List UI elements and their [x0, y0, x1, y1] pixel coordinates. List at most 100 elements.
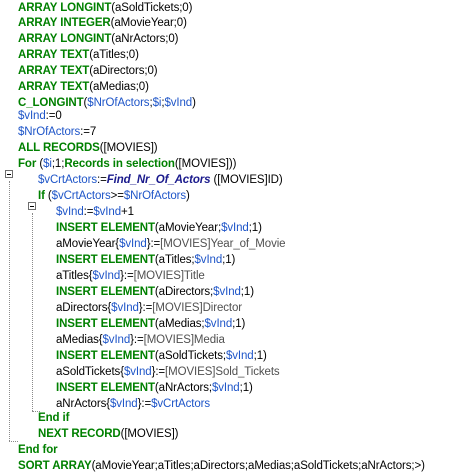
keyword-token: INSERT ELEMENT [56, 254, 155, 266]
variable-token: $vInd [109, 398, 138, 410]
line-assign-nractors[interactable]: aNrActors{$vInd}:=$vCrtActors [56, 396, 210, 412]
line-insert-nractors[interactable]: INSERT ELEMENT(aNrActors;$vInd;1) [56, 380, 253, 396]
line-all-records[interactable]: ALL RECORDS([MOVIES]) [18, 140, 158, 156]
text-token: ; [149, 97, 153, 109]
field-token: [MOVIES]Year_of_Movie [160, 238, 286, 250]
text-token: ;1; [51, 158, 65, 170]
variable-token: $vInd [102, 334, 131, 346]
text-token: (aSoldTickets; [154, 350, 226, 362]
line-assign-titles[interactable]: aTitles{$vInd}:=[MOVIES]Title [56, 268, 205, 284]
variable-token: $i [43, 158, 52, 170]
line-insert-directors[interactable]: INSERT ELEMENT(aDirectors;$vInd;1) [56, 284, 254, 300]
variable-token: $vInd [213, 286, 241, 298]
text-token: (aDirectors;0) [89, 65, 158, 77]
line-for[interactable]: For ($i;1;Records in selection([MOVIES])… [18, 156, 236, 172]
text-token: }:= [130, 334, 144, 346]
field-token: [MOVIES]Sold_Tickets [165, 366, 280, 378]
keyword-token: SORT ARRAY [18, 460, 92, 472]
text-token: :=0 [45, 110, 62, 122]
text-token: ([MOVIES]ID) [210, 174, 283, 186]
variable-token: $vCrtActors [38, 174, 97, 186]
keyword-token: INSERT ELEMENT [56, 350, 155, 362]
line-c-longint[interactable]: C_LONGINT($NrOfActors;$i;$vInd) [18, 95, 196, 111]
line-array-text-directors[interactable]: ARRAY TEXT(aDirectors;0) [18, 63, 158, 79]
line-assign-directors[interactable]: aDirectors{$vInd}:=[MOVIES]Director [56, 300, 242, 316]
text-token: aSoldTickets{ [56, 366, 124, 378]
text-token: (aMedias;0) [89, 81, 149, 93]
variable-token: $vInd [92, 270, 121, 282]
text-token: (aMovieYear;aTitles;aDirectors;aMedias;a… [91, 460, 425, 472]
field-token: [MOVIES]Director [152, 302, 243, 314]
variable-token: $vCrtActors [151, 398, 211, 410]
variable-token: $vInd [225, 350, 254, 362]
variable-token: $i [152, 97, 162, 109]
collapse-if-icon[interactable] [28, 202, 36, 210]
text-token: :=7 [80, 126, 97, 138]
text-token: (aTitles;0) [89, 49, 139, 61]
keyword-token: If [38, 190, 45, 202]
line-assign-movieyear[interactable]: aMovieYear{$vInd}:=[MOVIES]Year_of_Movie [56, 236, 286, 252]
line-vind-init[interactable]: $vInd:=0 [18, 108, 62, 124]
line-if[interactable]: If ($vCrtActors>=$NrOfActors) [38, 188, 190, 204]
keyword-token: ARRAY TEXT [18, 81, 90, 93]
line-assign-soldtickets[interactable]: aSoldTickets{$vInd}:=[MOVIES]Sold_Ticket… [56, 364, 280, 380]
keyword-token: ALL RECORDS [18, 142, 100, 154]
for-block-guide-end [9, 441, 18, 442]
text-token: +1 [121, 206, 134, 218]
text-token: (aSoldTickets;0) [111, 2, 193, 14]
variable-token: $vInd [123, 366, 152, 378]
line-array-text-medias[interactable]: ARRAY TEXT(aMedias;0) [18, 79, 149, 95]
text-token: aMedias{ [56, 334, 103, 346]
keyword-token: For [18, 158, 37, 170]
collapse-for-icon[interactable] [5, 170, 13, 178]
line-insert-medias[interactable]: INSERT ELEMENT(aMedias;$vInd;1) [56, 316, 245, 332]
field-token: [MOVIES]Media [143, 334, 225, 346]
variable-token: $NrOfActors [87, 97, 150, 109]
line-insert-movieyear[interactable]: INSERT ELEMENT(aMovieYear;$vInd;1) [56, 220, 262, 236]
text-token: }:= [146, 238, 161, 250]
variable-token: $vInd [119, 238, 147, 250]
text-token: ;1) [239, 382, 253, 394]
text-token: ;1) [222, 254, 236, 266]
variable-token: $vInd [164, 97, 193, 109]
line-nrofactors-init[interactable]: $NrOfActors:=7 [18, 124, 96, 140]
line-array-longint-nractors[interactable]: ARRAY LONGINT(aNrActors;0) [18, 31, 178, 47]
text-token: ([MOVIES]) [99, 142, 158, 154]
line-sort-array[interactable]: SORT ARRAY(aMovieYear;aTitles;aDirectors… [18, 458, 425, 474]
text-token: ([MOVIES])) [174, 158, 237, 170]
line-array-text-titles[interactable]: ARRAY TEXT(aTitles;0) [18, 47, 139, 63]
line-array-integer-movieyear[interactable]: ARRAY INTEGER(aMovieYear;0) [18, 15, 187, 31]
line-end-if[interactable]: End if [38, 410, 69, 426]
text-token: := [83, 206, 94, 218]
keyword-token: INSERT ELEMENT [56, 286, 155, 298]
variable-token: $vCrtActors [51, 190, 111, 202]
keyword-token: INSERT ELEMENT [56, 382, 155, 394]
variable-token: $NrOfActors [123, 190, 187, 202]
text-token: (aTitles; [154, 254, 195, 266]
text-token: }:= [137, 398, 152, 410]
keyword-token: End for [18, 444, 58, 456]
keyword-token: ARRAY LONGINT [18, 2, 112, 14]
line-insert-titles[interactable]: INSERT ELEMENT(aTitles;$vInd;1) [56, 252, 235, 268]
line-vind-increment[interactable]: $vInd:=$vInd+1 [56, 204, 134, 220]
text-token: (aDirectors; [154, 286, 214, 298]
keyword-token: ARRAY LONGINT [18, 33, 112, 45]
line-vcrtactors-assign[interactable]: $vCrtActors:=Find_Nr_Of_Actors ([MOVIES]… [38, 172, 283, 188]
variable-token: $vInd [18, 110, 46, 122]
line-insert-soldtickets[interactable]: INSERT ELEMENT(aSoldTickets;$vInd;1) [56, 348, 267, 364]
line-array-longint-soldtickets[interactable]: ARRAY LONGINT(aSoldTickets;0) [18, 0, 192, 16]
keyword-token: Records in selection [64, 158, 175, 170]
keyword-token: ARRAY TEXT [18, 65, 90, 77]
line-end-for[interactable]: End for [18, 442, 58, 458]
keyword-token: INSERT ELEMENT [56, 318, 155, 330]
text-token: ;1) [253, 350, 267, 362]
keyword-token: ARRAY INTEGER [18, 17, 111, 29]
text-token: ;1) [232, 318, 246, 330]
line-assign-medias[interactable]: aMedias{$vInd}:=[MOVIES]Media [56, 332, 225, 348]
variable-token: $vInd [221, 222, 249, 234]
text-token: ([MOVIES]) [120, 428, 179, 440]
line-next-record[interactable]: NEXT RECORD([MOVIES]) [38, 426, 178, 442]
variable-token: $vInd [204, 318, 233, 330]
keyword-token: C_LONGINT [18, 97, 84, 109]
